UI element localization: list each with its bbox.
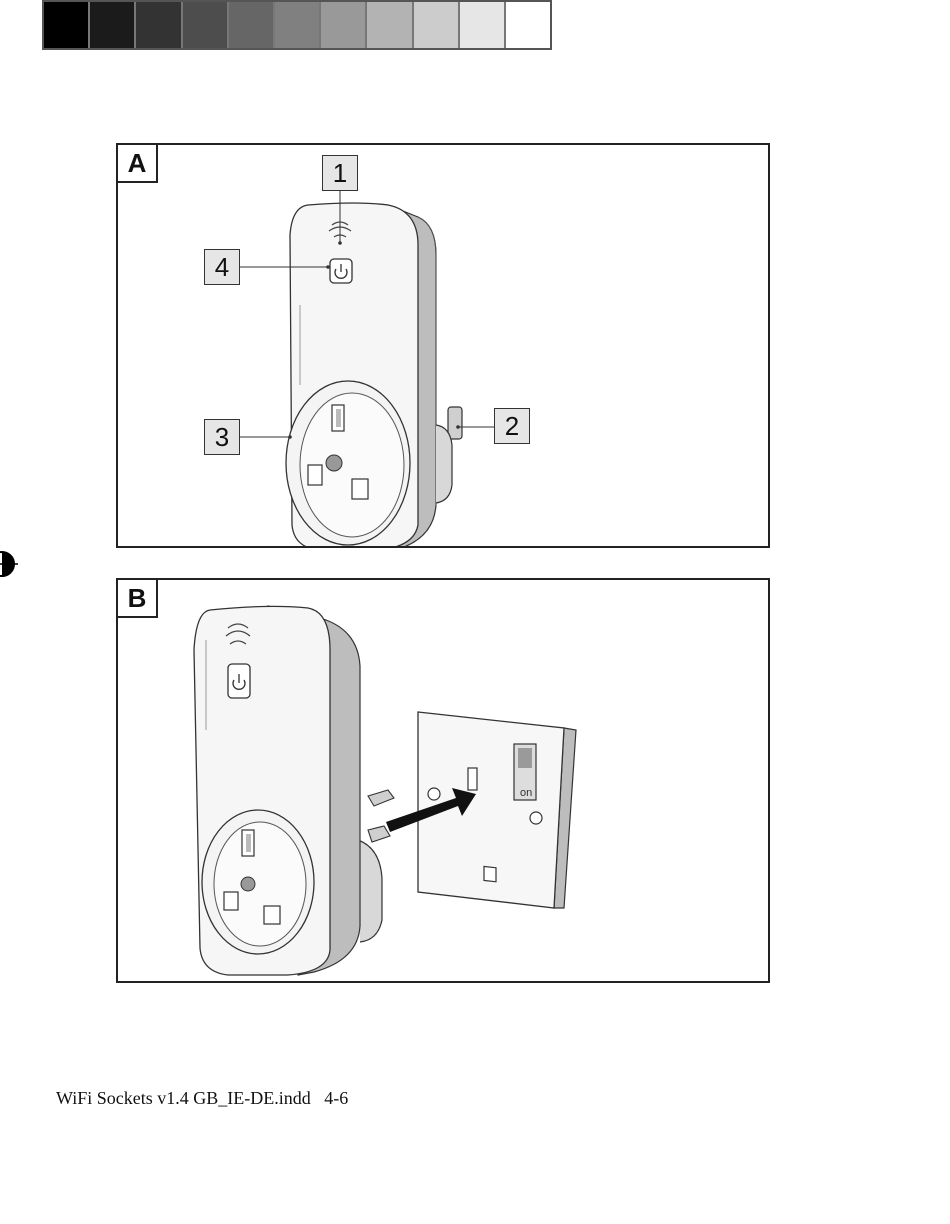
calibration-swatch xyxy=(183,2,229,48)
footer-filename: WiFi Sockets v1.4 GB_IE-DE.indd xyxy=(56,1088,311,1108)
calibration-swatch xyxy=(136,2,182,48)
color-calibration-bar xyxy=(42,0,552,50)
calibration-swatch xyxy=(321,2,367,48)
footer-pages: 4-6 xyxy=(324,1088,348,1108)
power-button-icon xyxy=(228,664,250,698)
calibration-swatch xyxy=(506,2,550,48)
calibration-swatch xyxy=(229,2,275,48)
uk-socket-outlet-icon xyxy=(202,810,314,954)
calibration-swatch xyxy=(367,2,413,48)
calibration-swatch xyxy=(90,2,136,48)
power-button-icon xyxy=(330,259,352,283)
figure-panel-a: A xyxy=(116,143,770,548)
callout-3: 3 xyxy=(204,419,240,455)
callout-4: 4 xyxy=(204,249,240,285)
registration-mark-icon xyxy=(0,548,18,580)
calibration-swatch xyxy=(460,2,506,48)
panel-letter-b: B xyxy=(118,580,158,618)
plug-insertion-illustration: on xyxy=(118,580,770,983)
calibration-swatch xyxy=(275,2,321,48)
calibration-swatch xyxy=(414,2,460,48)
callout-1: 1 xyxy=(322,155,358,191)
calibration-swatch xyxy=(44,2,90,48)
back-plug-pin-icon xyxy=(448,407,462,439)
callout-2: 2 xyxy=(494,408,530,444)
panel-letter-a: A xyxy=(118,145,158,183)
switch-on-label: on xyxy=(520,787,532,799)
figure-panel-b: B on xyxy=(116,578,770,983)
wifi-socket-illustration xyxy=(118,145,770,548)
uk-socket-outlet-icon xyxy=(286,381,410,545)
document-footer: WiFi Sockets v1.4 GB_IE-DE.indd 4-6 xyxy=(56,1088,348,1109)
